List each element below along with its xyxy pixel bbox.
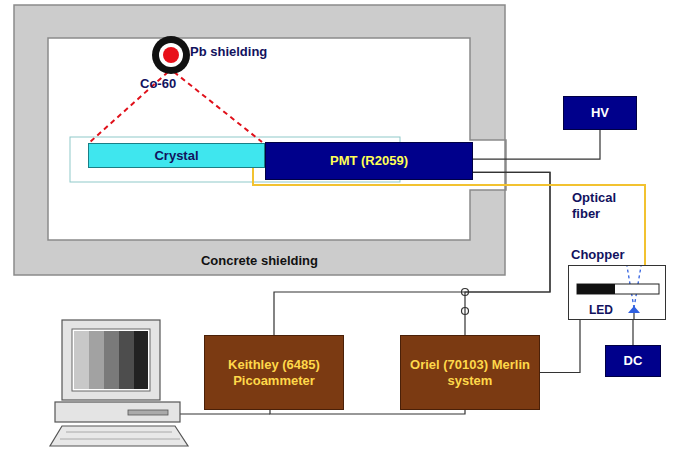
- node-label: Crystal: [154, 148, 198, 164]
- pb-shield-inner: [159, 43, 183, 67]
- cable: [465, 172, 550, 335]
- node-label: Chopper: [571, 247, 624, 263]
- node-sublabel: LED: [589, 303, 613, 317]
- optical-fiber: [253, 168, 645, 265]
- pb-shield: [152, 36, 190, 74]
- usb-cable: [270, 410, 465, 414]
- dc-box: DC: [605, 345, 661, 377]
- chopper-drawing: [569, 266, 665, 319]
- annotation-label: Co-60: [140, 76, 200, 92]
- co60-source: [163, 47, 179, 63]
- cable: [540, 320, 580, 373]
- node-label: Oriel (70103) Merlin system: [405, 357, 535, 388]
- pmt-box: PMT (R2059): [265, 142, 473, 180]
- concrete-wall: [14, 5, 506, 275]
- annotation-label: Optical fiber: [572, 190, 630, 221]
- computer: [50, 320, 188, 446]
- chopper-box: ChopperLED: [568, 265, 666, 320]
- node-label: Keithley (6485) Picoammeter: [209, 357, 339, 388]
- usb-cable: [180, 413, 270, 414]
- hv-box: HV: [563, 96, 637, 130]
- node-label: DC: [624, 353, 643, 369]
- node-label: HV: [591, 105, 609, 121]
- crystal-box: Crystal: [88, 143, 265, 168]
- annotation-label: Pb shielding: [190, 44, 310, 60]
- node-label: PMT (R2059): [330, 153, 408, 169]
- cable: [633, 320, 634, 345]
- cable: [473, 130, 600, 159]
- node-label: Concrete shielding: [14, 253, 505, 269]
- gamma-ray: [174, 72, 262, 142]
- instrument-box: Keithley (6485) Picoammeter: [204, 335, 344, 410]
- instrument-box: Oriel (70103) Merlin system: [400, 335, 540, 410]
